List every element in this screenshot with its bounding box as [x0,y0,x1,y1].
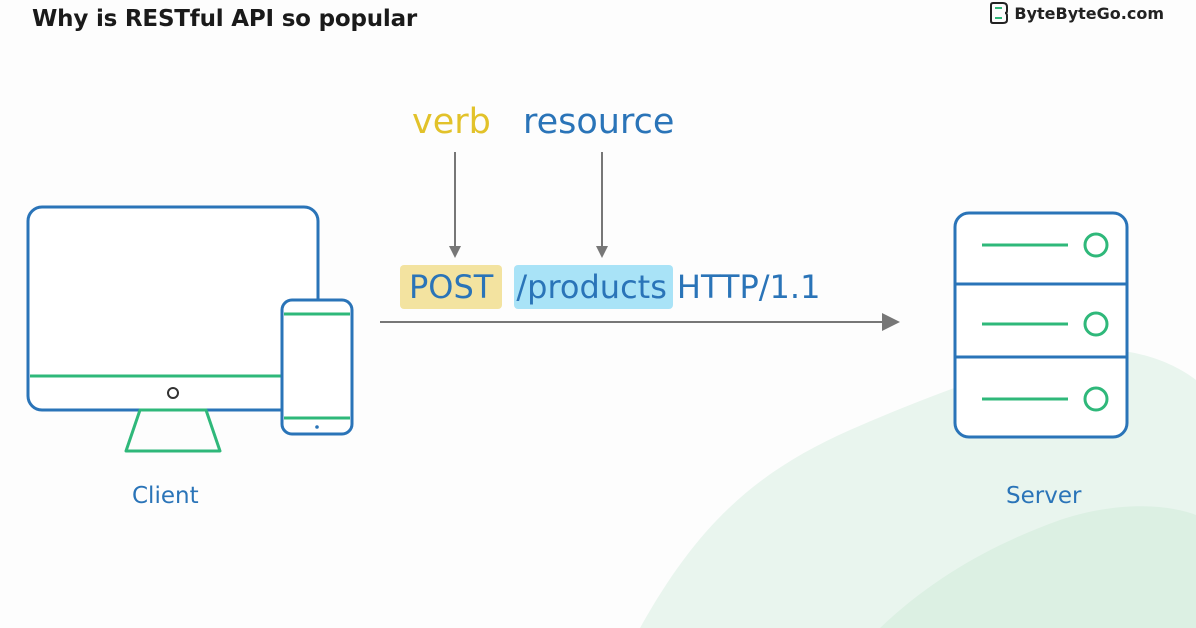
resource-label: resource [523,102,675,142]
request-arrow [380,313,900,331]
server-label: Server [1006,483,1082,509]
bytebytego-logo-icon [990,2,1009,24]
page-title: Why is RESTful API so popular [32,6,418,32]
request-verb: POST [400,265,503,309]
client-label: Client [132,483,199,509]
request-resource: /products [514,265,673,309]
phone-icon [280,298,354,436]
client-icon [26,205,354,453]
server-icon [953,211,1129,439]
request-protocol: HTTP/1.1 [676,268,821,306]
brand: ByteByteGo.com [989,2,1164,24]
resource-pointer-arrow [596,152,608,258]
verb-label: verb [412,102,491,142]
verb-pointer-arrow [449,152,461,258]
brand-name: ByteByteGo.com [1014,3,1164,23]
request-line: POST /products HTTP/1.1 [400,265,820,309]
monitor-icon [26,205,320,453]
